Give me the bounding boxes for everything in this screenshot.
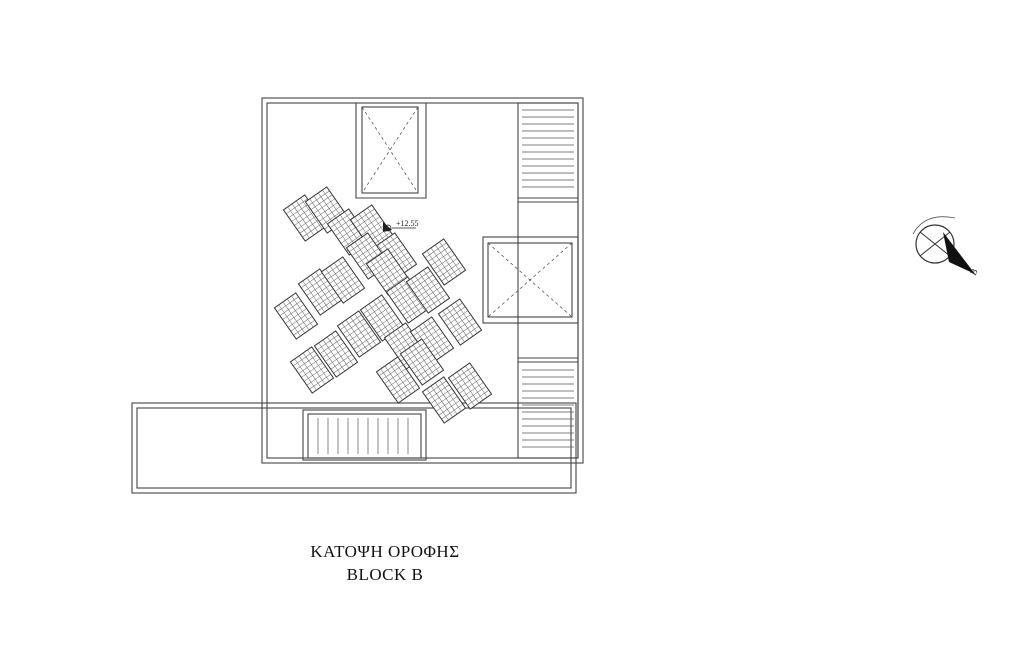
bottom-skylight — [302, 409, 427, 461]
right-shaft — [487, 242, 573, 318]
lower-slab-inner — [136, 407, 572, 489]
solar-panel — [359, 294, 405, 342]
solar-panel — [421, 376, 467, 424]
solar-panel — [313, 330, 359, 378]
solar-panel — [375, 356, 421, 404]
solar-panel-array — [273, 186, 493, 424]
solar-panel — [399, 338, 445, 386]
solar-panel — [289, 346, 335, 394]
solar-panel — [447, 362, 493, 410]
level-marker: +12.55 — [383, 219, 419, 232]
roof-outline — [261, 97, 584, 464]
top-shaft — [361, 106, 419, 194]
solar-panel — [320, 256, 366, 304]
level-label: +12.55 — [396, 219, 419, 228]
drawing-subtitle: BLOCK B — [346, 565, 424, 584]
lower-slab — [131, 402, 577, 494]
right-shaft-outer — [482, 236, 579, 324]
solar-panel — [273, 292, 319, 340]
drawing-title: ΚΑΤΟΨΗ ΟΡΟΦΗΣ — [310, 542, 460, 561]
solar-panel — [336, 310, 382, 358]
top-shaft-notch — [355, 103, 427, 199]
north-arrow: B — [912, 216, 980, 277]
solar-panel — [409, 316, 455, 364]
solar-panel — [405, 266, 451, 314]
solar-panel — [297, 268, 343, 316]
solar-panel — [421, 238, 467, 286]
north-label: B — [968, 267, 980, 277]
solar-panel — [437, 298, 483, 346]
